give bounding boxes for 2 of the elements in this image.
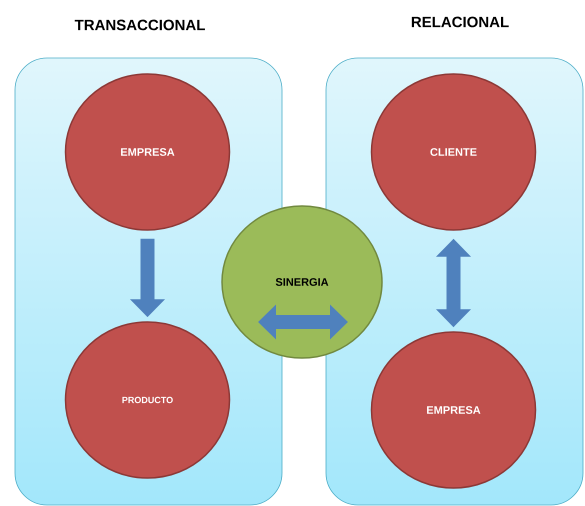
node-label: RELACIONAL — [412, 16, 509, 28]
node-label: TRANSACCIONAL — [74, 20, 205, 30]
